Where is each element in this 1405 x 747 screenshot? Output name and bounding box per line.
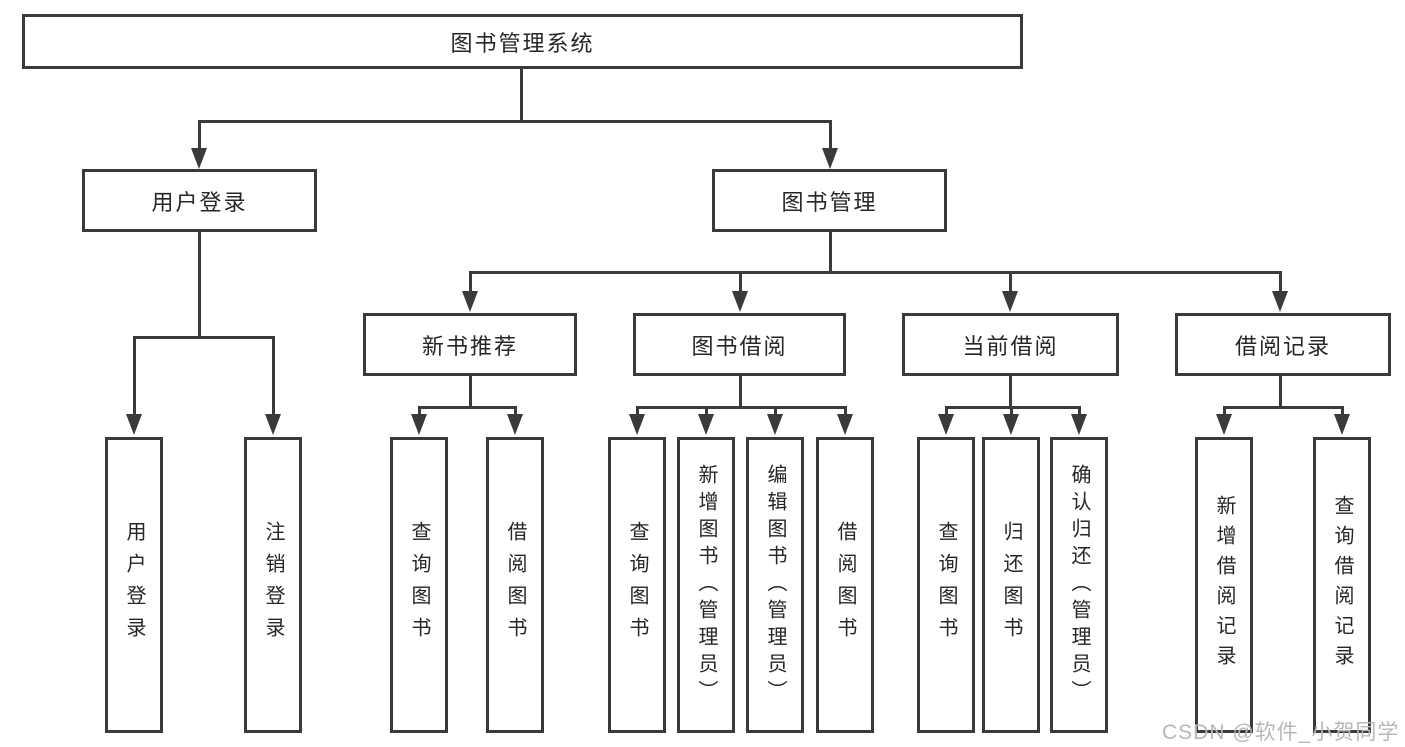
arrow-down-icon (732, 291, 748, 312)
arrow-down-icon (629, 414, 645, 435)
node-label: 查询图书 (626, 521, 648, 649)
connector-line (636, 406, 847, 409)
node-label: 图书借阅 (691, 333, 788, 359)
node-label: 确认归还（管理员） (1068, 463, 1090, 707)
node-label: 新增借阅记录 (1213, 495, 1235, 675)
arrow-down-icon (411, 414, 427, 435)
leaf-current-confirm-return-admin: 确认归还（管理员） (1050, 437, 1108, 733)
connector-line (469, 376, 472, 408)
connector-line (1279, 271, 1282, 292)
arrow-down-icon (1216, 414, 1232, 435)
arrow-down-icon (837, 414, 853, 435)
leaf-user-login: 用户登录 (105, 437, 163, 733)
node-label: 图书管理 (781, 189, 878, 215)
arrow-down-icon (462, 291, 478, 312)
connector-line (844, 406, 847, 416)
connector-line (418, 406, 421, 416)
leaf-borrowing-edit-books-admin: 编辑图书（管理员） (746, 437, 804, 733)
node-label: 归还图书 (1000, 521, 1022, 649)
connector-line (520, 69, 523, 122)
connector-line (198, 120, 201, 149)
connector-line (829, 120, 832, 149)
arrow-down-icon (191, 148, 207, 169)
arrow-down-icon (265, 414, 281, 435)
arrow-down-icon (1272, 291, 1288, 312)
connector-line (272, 336, 275, 415)
connector-line (1009, 376, 1012, 408)
arrow-down-icon (767, 414, 783, 435)
connector-line (1223, 406, 1226, 416)
node-label: 图书管理系统 (450, 30, 595, 56)
connector-line (945, 406, 1081, 409)
connector-line (418, 406, 517, 409)
node-label: 查询图书 (408, 521, 430, 649)
connector-line (739, 271, 742, 292)
arrow-down-icon (507, 414, 523, 435)
leaf-newbooks-query-books: 查询图书 (390, 437, 448, 733)
connector-line (514, 406, 517, 416)
leaf-logout: 注销登录 (244, 437, 302, 733)
connector-line (198, 232, 201, 338)
node-label: 注销登录 (262, 521, 284, 649)
node-book-borrowing: 图书借阅 (633, 313, 846, 376)
node-label: 新增图书（管理员） (695, 463, 717, 707)
leaf-borrowing-query-books: 查询图书 (608, 437, 666, 733)
connector-line (1009, 271, 1012, 292)
node-label: 借阅图书 (834, 521, 856, 649)
leaf-records-add-record: 新增借阅记录 (1195, 437, 1253, 733)
leaf-current-query-books: 查询图书 (917, 437, 975, 733)
node-label: 借阅图书 (504, 521, 526, 649)
node-label: 新书推荐 (421, 333, 518, 359)
connector-line (133, 336, 136, 415)
leaf-borrowing-borrow-books: 借阅图书 (816, 437, 874, 733)
node-label: 编辑图书（管理员） (764, 463, 786, 707)
arrow-down-icon (698, 414, 714, 435)
leaf-records-query-record: 查询借阅记录 (1313, 437, 1371, 733)
node-label: 查询图书 (935, 521, 957, 649)
node-borrowing-records: 借阅记录 (1175, 313, 1391, 376)
node-label: 用户登录 (151, 189, 248, 215)
connector-line (739, 376, 742, 408)
leaf-current-return-books: 归还图书 (982, 437, 1040, 733)
node-new-book-recommendation: 新书推荐 (363, 313, 577, 376)
leaf-borrowing-add-books-admin: 新增图书（管理员） (677, 437, 735, 733)
arrow-down-icon (126, 414, 142, 435)
connector-line (133, 336, 275, 339)
arrow-down-icon (822, 148, 838, 169)
node-book-management: 图书管理 (712, 169, 947, 232)
node-label: 用户登录 (123, 521, 145, 649)
node-label: 借阅记录 (1234, 333, 1331, 359)
connector-line (1223, 406, 1344, 409)
connector-line (636, 406, 639, 416)
connector-line (469, 271, 472, 292)
node-user-login: 用户登录 (82, 169, 317, 232)
arrow-down-icon (1002, 291, 1018, 312)
node-label: 查询借阅记录 (1331, 495, 1353, 675)
connector-line (1341, 406, 1344, 416)
leaf-newbooks-borrow-books: 借阅图书 (486, 437, 544, 733)
node-label: 当前借阅 (962, 333, 1059, 359)
connector-line (1078, 406, 1081, 416)
node-root: 图书管理系统 (22, 14, 1023, 69)
connector-line (469, 271, 1282, 274)
connector-line (1010, 406, 1013, 416)
connector-line (705, 406, 708, 416)
arrow-down-icon (1071, 414, 1087, 435)
arrow-down-icon (938, 414, 954, 435)
arrow-down-icon (1334, 414, 1350, 435)
watermark: CSDN @软件_小贺同学 (1162, 721, 1400, 744)
connector-line (945, 406, 948, 416)
arrow-down-icon (1003, 414, 1019, 435)
connector-line (829, 232, 832, 273)
node-current-borrowing: 当前借阅 (902, 313, 1119, 376)
connector-line (1279, 376, 1282, 408)
connector-line (198, 120, 832, 123)
connector-line (774, 406, 777, 416)
